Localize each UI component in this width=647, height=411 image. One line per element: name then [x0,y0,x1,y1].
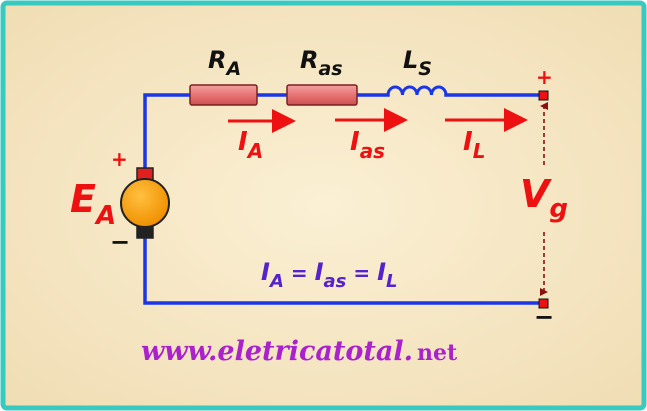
generator-body [120,178,170,228]
inductor-ls [386,85,448,96]
terminal-top [538,90,549,101]
generator-plus-sign: + [111,147,128,171]
wire-bottom [143,236,544,305]
current-arrows [228,108,528,133]
resistor-ra [189,84,258,106]
label-ea: EA [70,177,116,231]
label-ia: IA [238,127,263,163]
resistor-ras [286,84,358,106]
label-il: IL [463,127,485,163]
wires [143,93,544,305]
terminal-minus-sign: − [534,303,554,331]
label-ls: LS [403,46,432,80]
label-vg: Vg [520,172,568,224]
terminal-plus-sign: + [536,65,553,89]
label-ias: Ias [350,127,385,163]
label-ras: Ras [300,46,343,80]
generator-ea [120,167,170,239]
wire-top-left [143,93,192,172]
generator-minus-sign: − [110,228,130,256]
website-url[interactable]: www.eletricatotal.net [141,336,458,367]
terminal-bottom [538,298,549,309]
current-equation: IA = Ias = IL [261,258,397,292]
label-ra: RA [208,46,241,80]
